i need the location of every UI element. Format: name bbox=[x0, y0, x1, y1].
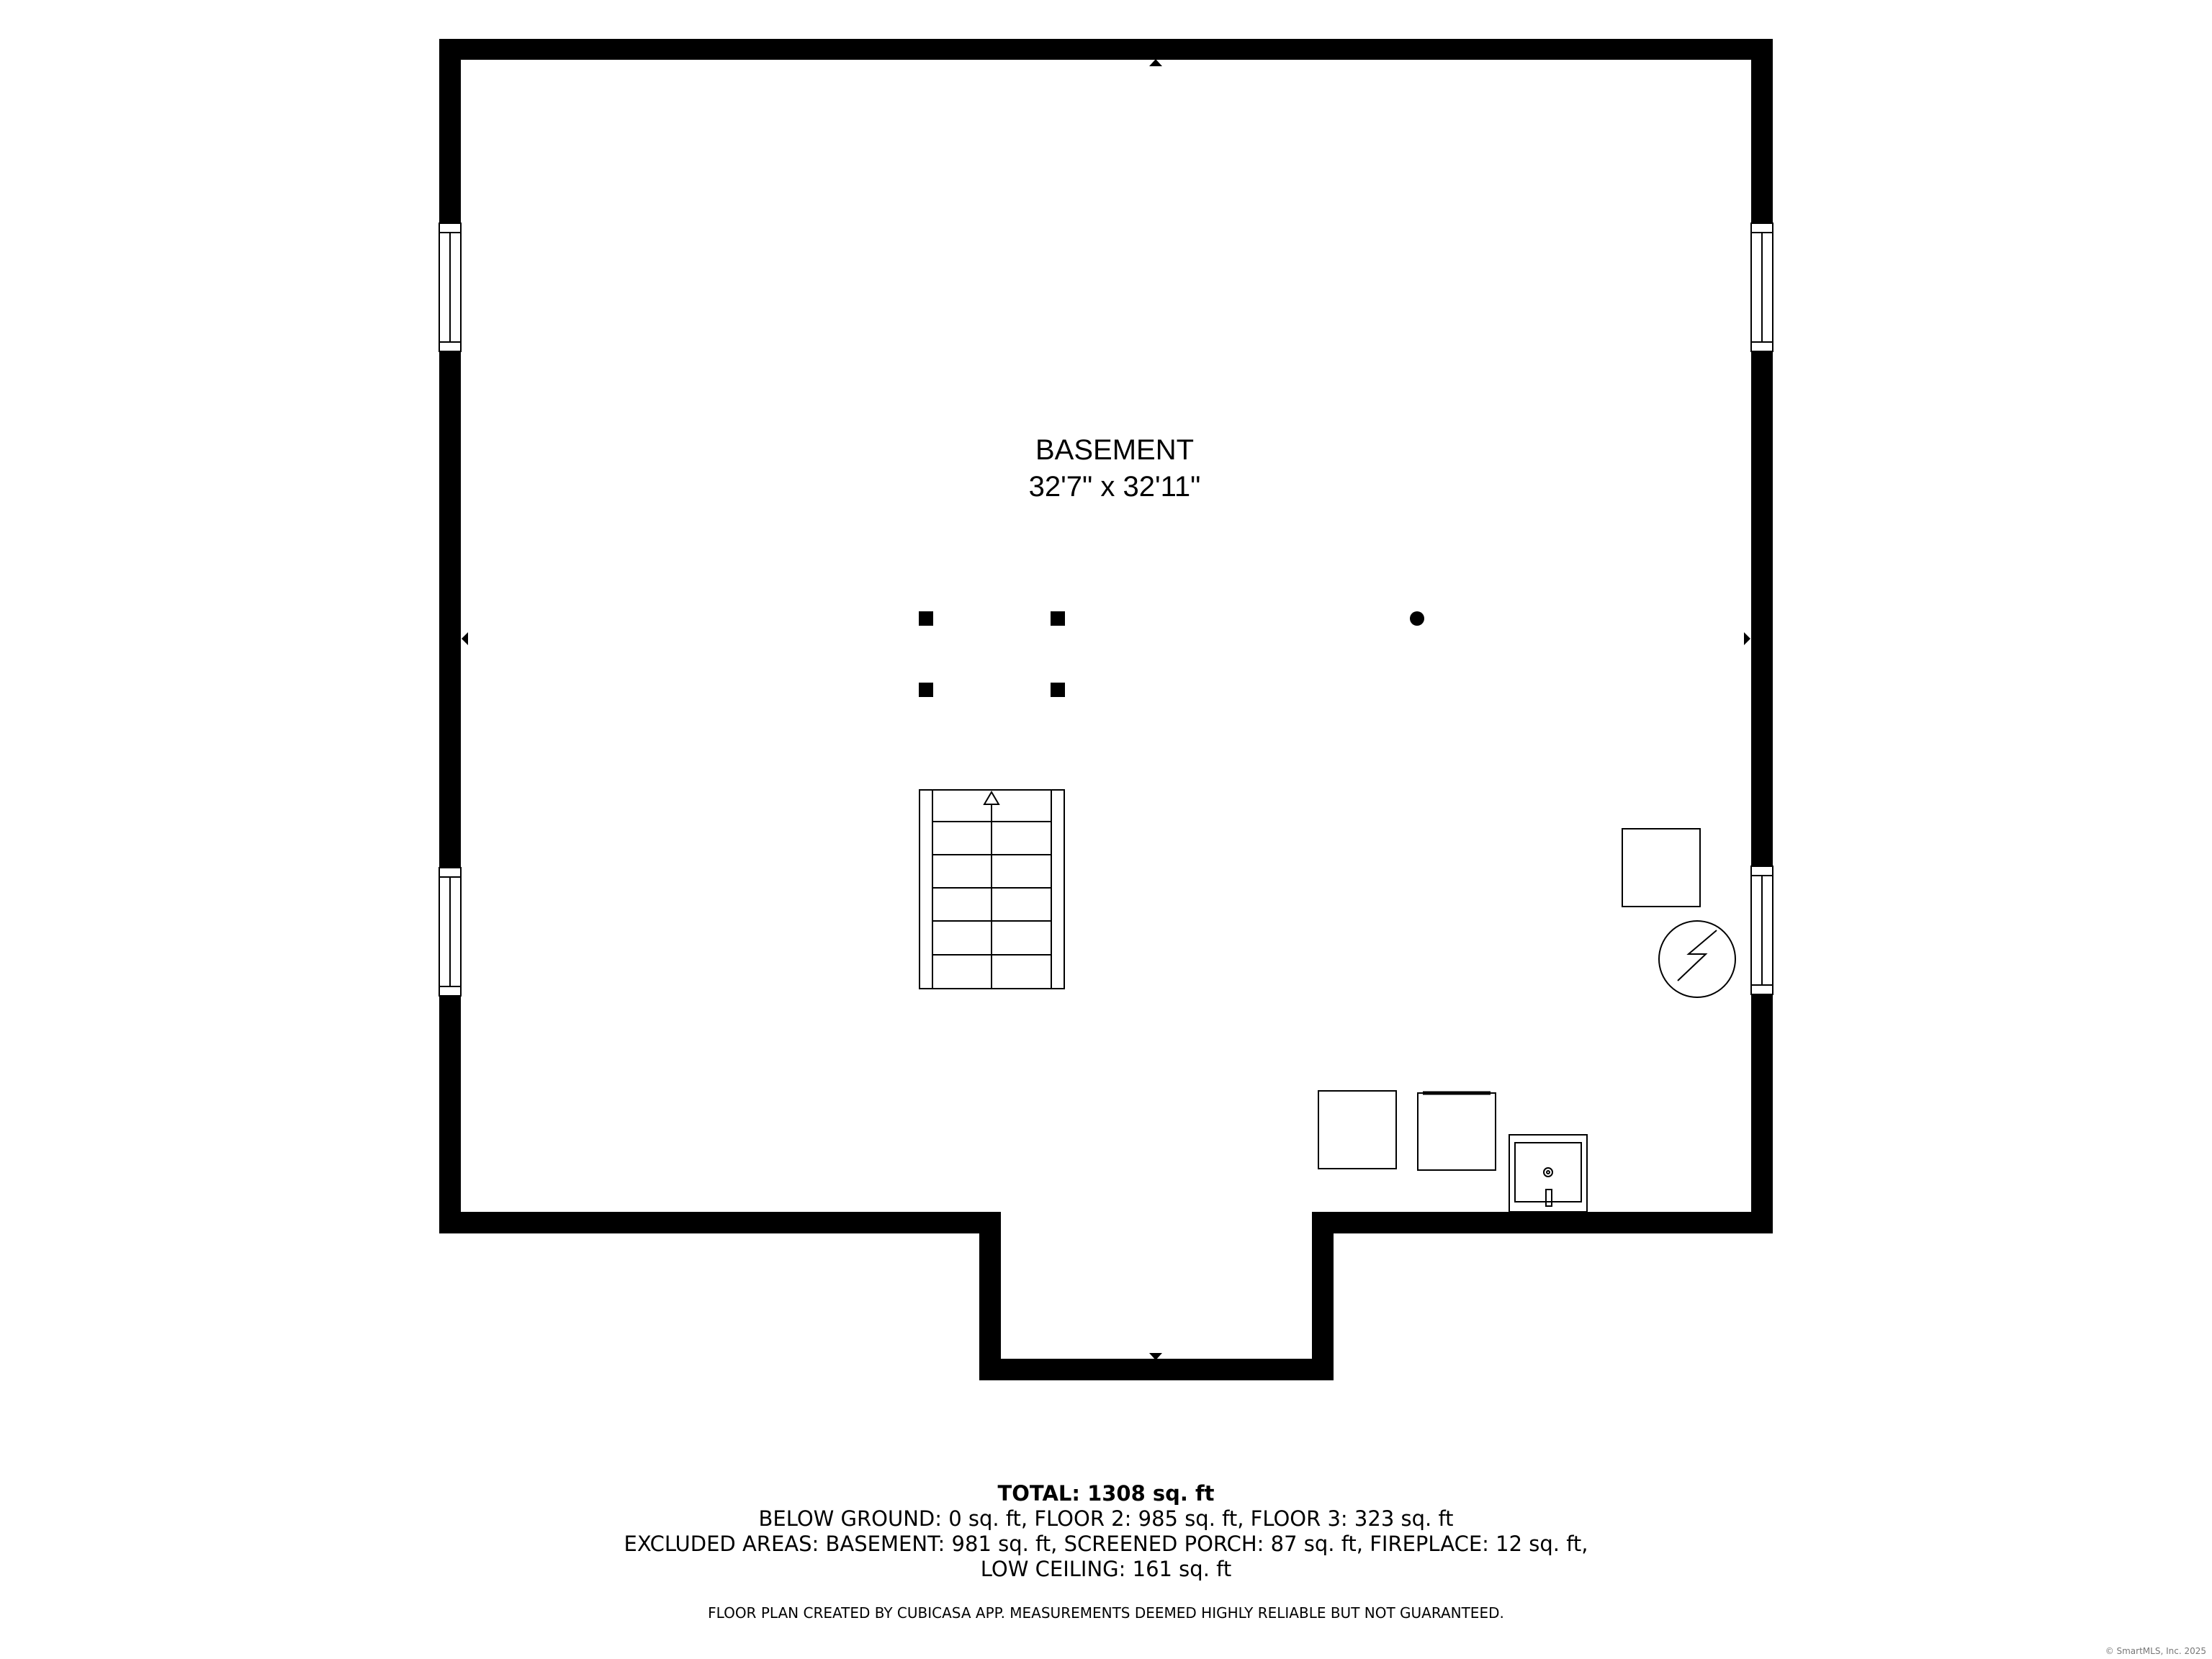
total-area: TOTAL: 1308 sq. ft bbox=[997, 1481, 1215, 1506]
window-left-upper bbox=[439, 222, 462, 352]
marker-top-icon bbox=[1149, 59, 1162, 66]
excluded-areas: EXCLUDED AREAS: BASEMENT: 981 sq. ft, SC… bbox=[624, 1532, 1588, 1556]
window-left-lower bbox=[439, 867, 462, 997]
excluded-areas-continued: LOW CEILING: 161 sq. ft bbox=[980, 1557, 1232, 1581]
utility-unit bbox=[1622, 828, 1701, 907]
dryer bbox=[1417, 1091, 1496, 1171]
column-post bbox=[1051, 683, 1065, 697]
staircase bbox=[919, 789, 1065, 989]
marker-left-icon bbox=[462, 632, 468, 645]
column-post bbox=[919, 683, 933, 697]
column-post bbox=[919, 611, 933, 626]
copyright-notice: © SmartMLS, Inc. 2025 bbox=[2105, 1646, 2206, 1656]
marker-right-icon bbox=[1744, 632, 1750, 645]
area-breakdown: BELOW GROUND: 0 sq. ft, FLOOR 2: 985 sq.… bbox=[758, 1506, 1454, 1531]
round-column-post bbox=[1410, 611, 1424, 626]
room-dimensions: 32'7" x 32'11" bbox=[1029, 471, 1201, 503]
stair-direction-arrow-icon bbox=[983, 791, 1000, 805]
disclaimer: FLOOR PLAN CREATED BY CUBICASA APP. MEAS… bbox=[708, 1604, 1504, 1622]
exterior-walls bbox=[439, 39, 1773, 1380]
window-right-upper bbox=[1750, 222, 1773, 352]
washer bbox=[1318, 1090, 1397, 1169]
column-post bbox=[1051, 611, 1065, 626]
marker-bottom-icon bbox=[1149, 1353, 1162, 1360]
electrical-panel-icon bbox=[1658, 920, 1736, 998]
window-right-lower bbox=[1750, 866, 1773, 995]
room-name: BASEMENT bbox=[1035, 434, 1194, 466]
utility-sink bbox=[1509, 1134, 1588, 1213]
